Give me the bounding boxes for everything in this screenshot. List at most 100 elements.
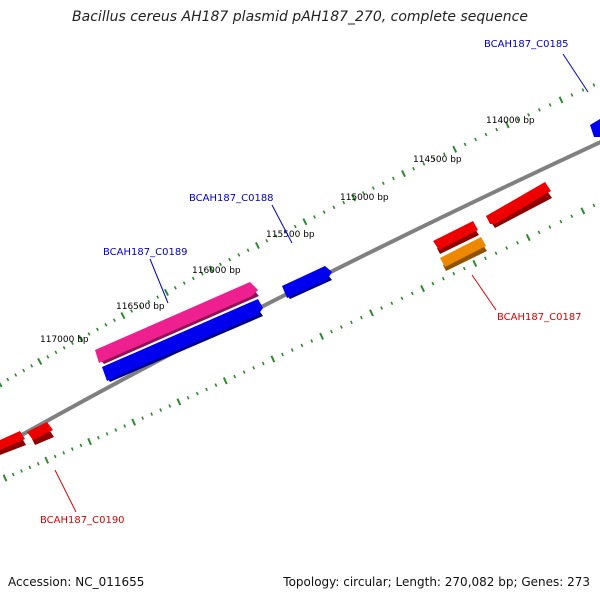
tick-mark [186, 395, 190, 400]
tick-mark [592, 83, 596, 87]
tick-mark [70, 341, 74, 345]
tick-mark [228, 257, 232, 262]
tick-mark [79, 443, 83, 448]
tick-mark [581, 88, 585, 92]
gene-leader-line [562, 53, 589, 93]
tick-mark [537, 230, 541, 235]
tick-mark [484, 132, 488, 137]
gene-feature-red-mid[interactable] [433, 221, 479, 254]
tick-mark [391, 176, 395, 181]
tick-mark [159, 408, 163, 412]
tick-mark [222, 377, 228, 385]
tick-mark [242, 370, 246, 374]
tick-mark [495, 127, 499, 132]
tick-mark [141, 416, 145, 420]
tick-mark [548, 225, 552, 229]
tick-mark [369, 309, 374, 317]
gene-leader-line [149, 258, 169, 304]
tick-mark [30, 364, 34, 368]
tick-mark [214, 383, 218, 387]
tick-mark [410, 291, 414, 296]
tick-mark [87, 332, 91, 336]
tick-mark [290, 348, 294, 352]
tick-mark [20, 469, 23, 473]
position-label: 114000 bp [486, 116, 535, 126]
tick-mark [130, 309, 134, 313]
gene-leader-line [471, 274, 497, 311]
tick-mark [452, 145, 458, 153]
tick-mark [123, 424, 127, 428]
tick-mark [54, 350, 58, 355]
tick-mark [6, 377, 10, 382]
gene-feature-bcah187-c0185[interactable] [590, 119, 600, 137]
tick-mark [274, 234, 278, 238]
tick-mark [205, 387, 208, 392]
plasmid-backbone [0, 140, 600, 450]
topology-summary: Topology: circular; Length: 270,082 bp; … [283, 575, 590, 589]
gene-label[interactable]: BCAH187_C0187 [497, 312, 582, 323]
tick-mark [44, 456, 50, 464]
tick-mark [351, 194, 356, 202]
tick-mark [472, 259, 478, 268]
gene-label[interactable]: BCAH187_C0189 [103, 247, 188, 258]
outer-tick-track [0, 83, 596, 388]
tick-mark [46, 355, 50, 359]
tick-mark [525, 233, 531, 242]
gene-label[interactable]: BCAH187_C0185 [484, 39, 569, 50]
inner-tick-track [2, 203, 596, 482]
tick-mark [463, 142, 467, 147]
tick-mark [237, 253, 241, 257]
position-label: 116500 bp [116, 302, 165, 312]
tick-mark [37, 357, 43, 365]
gene-feature-bcah187-c0190[interactable] [0, 422, 54, 455]
tick-mark [112, 318, 116, 322]
tick-mark [195, 391, 199, 396]
tick-mark [87, 437, 92, 446]
tick-mark [431, 281, 435, 286]
tick-mark [505, 246, 509, 250]
tick-mark [349, 320, 353, 325]
tick-mark [494, 251, 498, 256]
map-title: Bacillus cereus AH187 plasmid pAH187_270… [72, 9, 528, 25]
gene-feature-blue-long[interactable] [102, 299, 263, 382]
tick-mark [62, 451, 66, 455]
gene-feature-bcah187-c0187[interactable] [440, 237, 487, 271]
tick-mark [319, 332, 325, 340]
gene-feature-red-right[interactable] [486, 182, 552, 228]
tick-mark [390, 301, 394, 306]
tick-mark [302, 218, 308, 226]
tick-mark [120, 312, 126, 320]
position-label: 115000 bp [340, 193, 389, 203]
tick-mark [164, 288, 169, 296]
tick-mark [36, 461, 40, 466]
tick-mark [233, 374, 237, 379]
tick-mark [558, 96, 564, 104]
gene-label[interactable]: BCAH187_C0188 [189, 193, 274, 204]
tick-mark [474, 137, 477, 142]
tick-mark [400, 296, 404, 301]
tick-mark [28, 465, 32, 470]
tick-mark [208, 265, 214, 273]
tick-mark [548, 103, 552, 107]
position-label: 114500 bp [413, 155, 462, 165]
tick-mark [22, 368, 26, 373]
tick-mark [255, 241, 260, 250]
tick-mark [62, 346, 66, 350]
tick-mark [131, 418, 137, 426]
tick-mark [381, 181, 385, 186]
gene-leader-line [271, 204, 293, 244]
tick-mark [150, 412, 154, 416]
tick-mark [191, 276, 195, 281]
tick-mark [138, 304, 142, 309]
tick-mark [342, 200, 346, 205]
tick-mark [114, 428, 118, 432]
gene-feature-bcah187-c0189[interactable] [95, 282, 259, 364]
tick-mark [422, 162, 426, 166]
gene-feature-bcah187-c0188[interactable] [282, 266, 332, 299]
tick-mark [313, 215, 316, 219]
tick-mark [412, 166, 416, 171]
tick-mark [330, 329, 333, 334]
tick-mark [78, 335, 84, 343]
gene-label[interactable]: BCAH187_C0190 [40, 515, 125, 526]
